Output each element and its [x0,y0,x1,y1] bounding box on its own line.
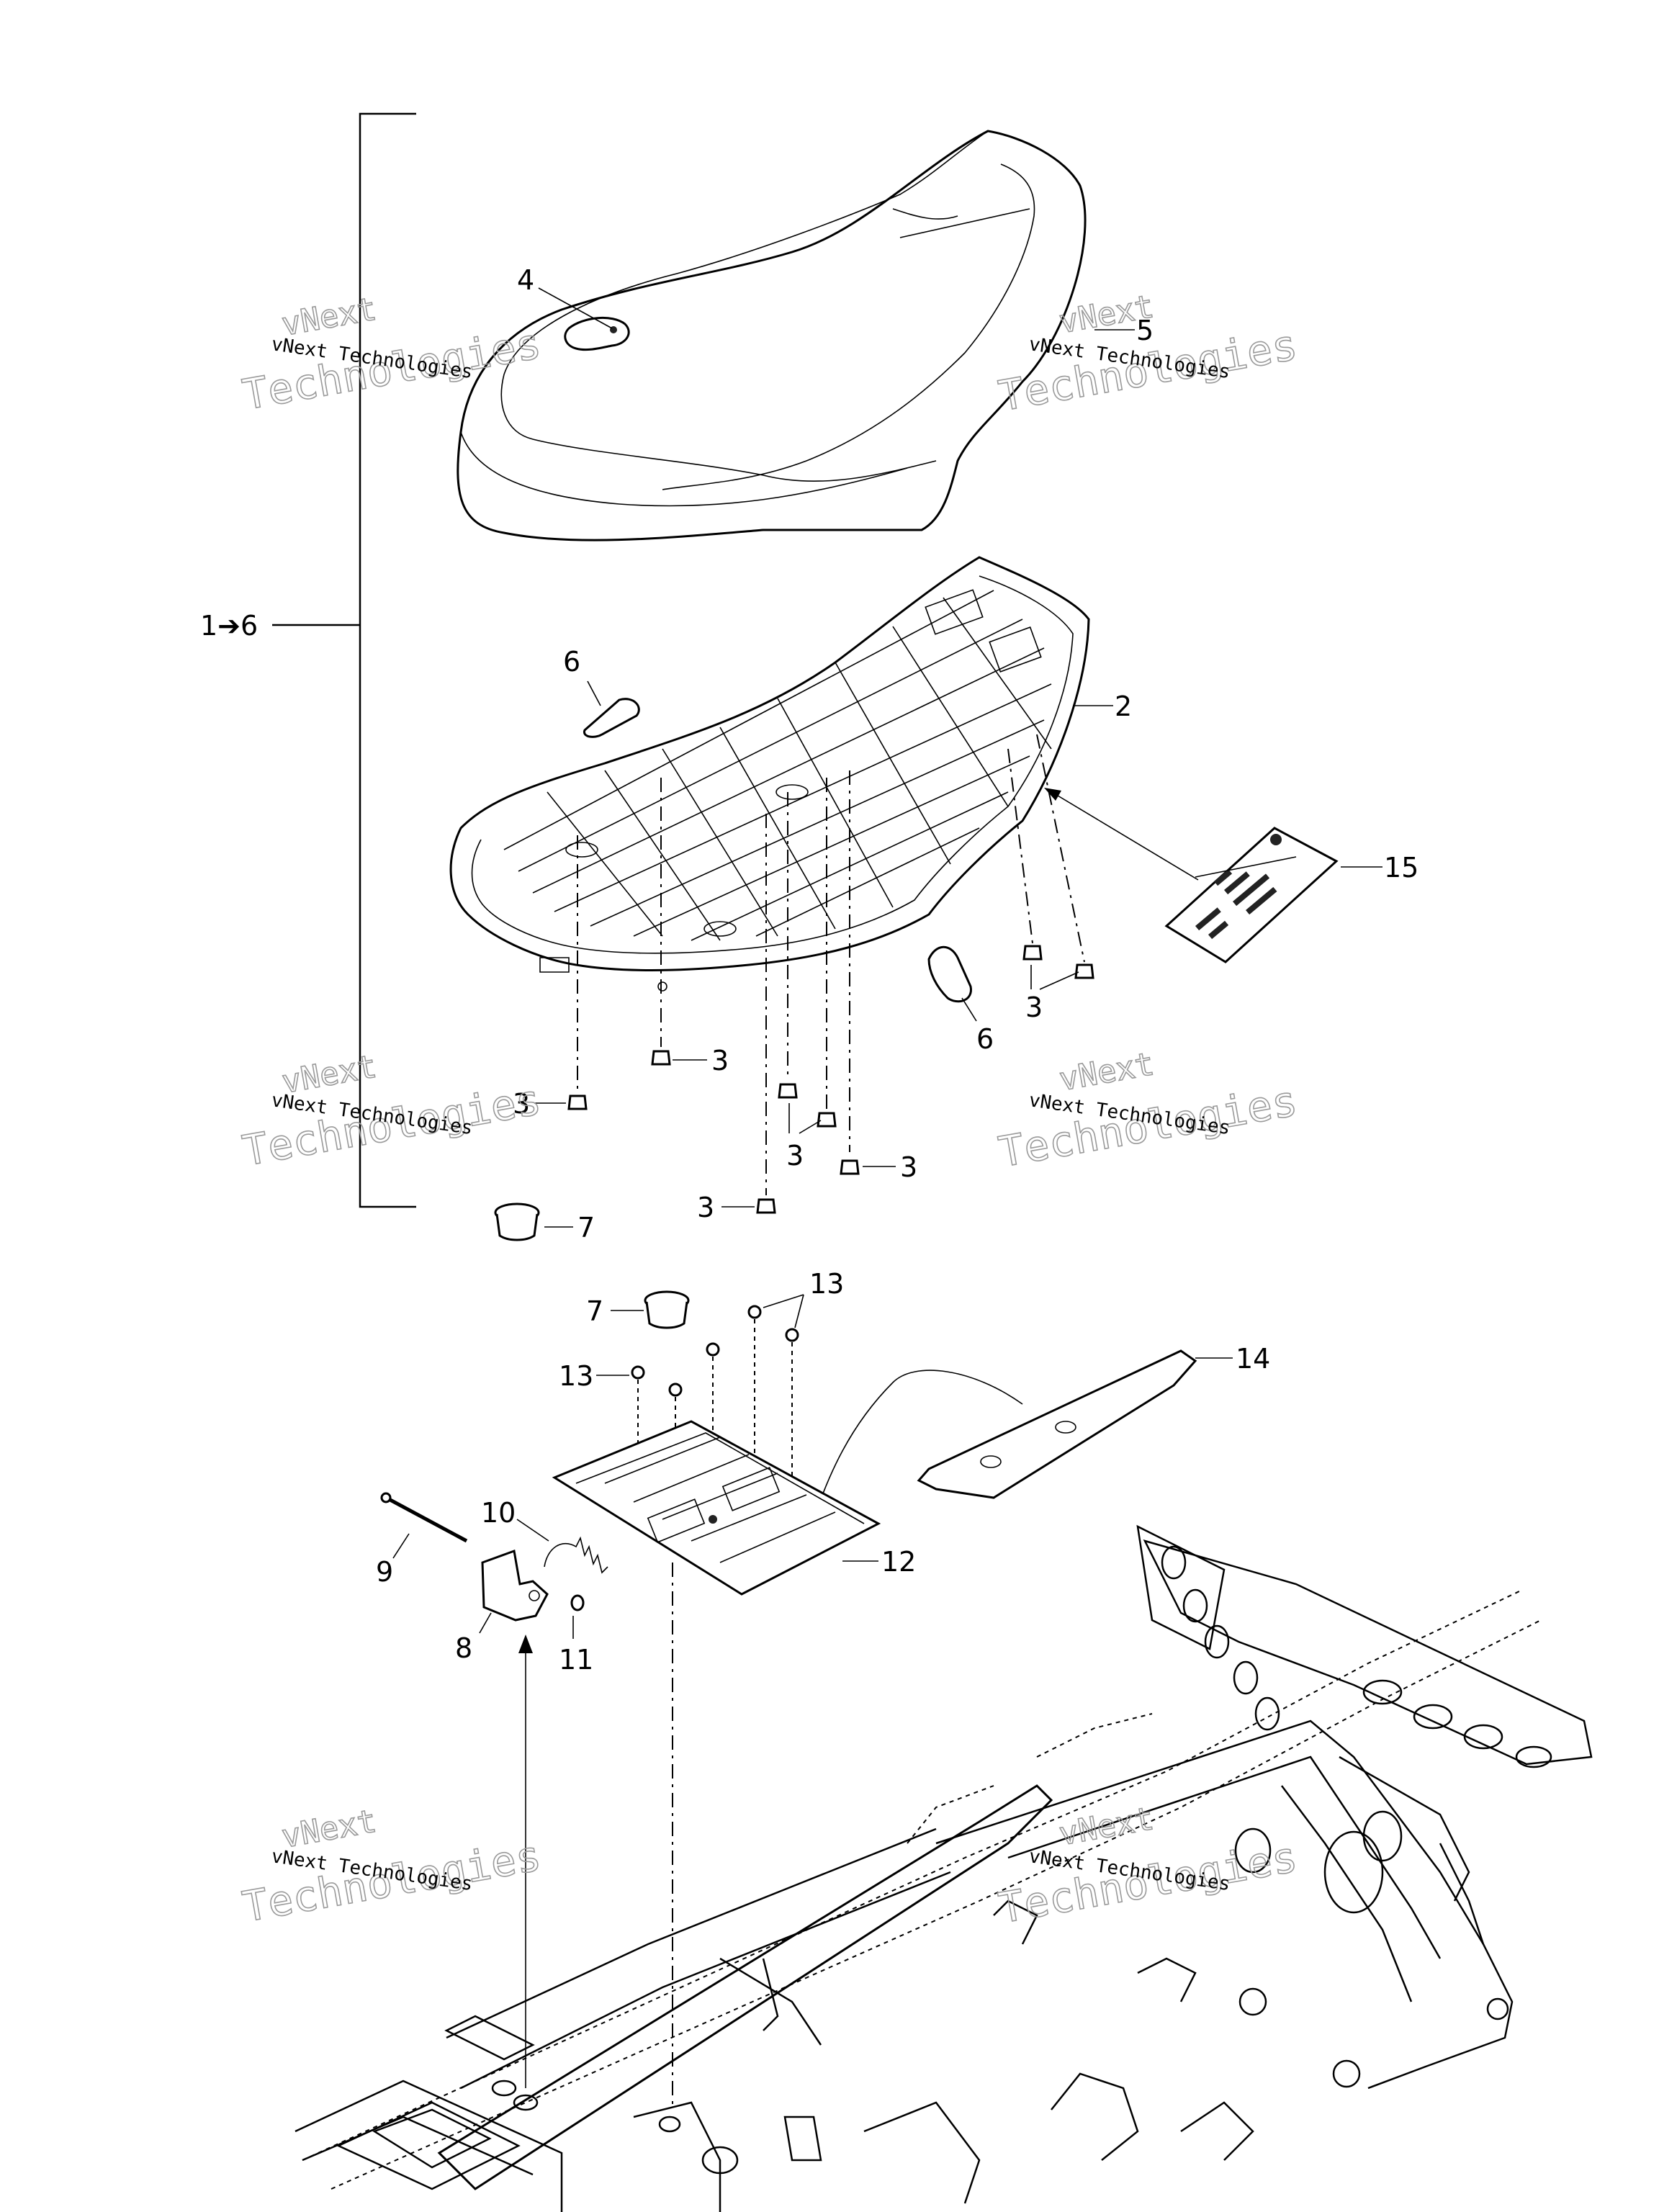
emblem-icon [538,287,630,351]
group-bracket [272,112,416,1208]
callout-bumper: 3 [513,1088,530,1120]
callout-latch: 8 [455,1632,472,1664]
callout-grommet: 7 [577,1212,595,1244]
callout-screw: 13 [809,1268,844,1300]
svg-text:vNext: vNext [1056,1046,1156,1098]
callout-clip: 6 [976,1023,994,1055]
callout-screw: 13 [559,1360,593,1392]
callout-group: 1➔6 [200,610,258,642]
callout-bumper: 3 [1025,992,1043,1023]
svg-text:vNext: vNext [279,291,379,343]
callout-support-plate: 12 [881,1546,916,1578]
callout-bumper: 3 [900,1151,917,1183]
clip-icon [583,698,972,1003]
grommet-icon [494,1202,690,1329]
callout-strip: 14 [1236,1343,1270,1375]
latch-icon [481,1549,549,1622]
spring-icon [544,1536,608,1574]
svg-text:vNext: vNext [279,1803,379,1856]
callout-push-nut: 11 [559,1644,593,1676]
callout-grommet: 7 [586,1295,603,1327]
label-decal-icon [1164,827,1339,963]
callout-bumper: 3 [697,1192,714,1223]
seat-cover-icon [457,130,1087,541]
strip-icon [813,1349,1197,1520]
seat-base-icon [449,556,1090,992]
callout-seat-cover: 5 [1136,315,1154,346]
frame-icon [295,1524,1593,2212]
callout-emblem: 4 [517,264,534,296]
push-nut-icon [570,1594,585,1611]
callout-clip: 6 [563,646,580,678]
callout-rod: 9 [376,1556,393,1588]
callout-bumper: 3 [711,1045,729,1076]
callout-bumper: 3 [786,1140,804,1172]
support-plate-icon [552,1420,881,1596]
svg-text:vNext: vNext [1056,1800,1156,1853]
callout-seat-base: 2 [1115,691,1132,722]
callout-label-decal: 15 [1384,852,1419,884]
rod-icon [380,1492,468,1543]
bumpers [567,734,1094,1214]
callout-spring: 10 [481,1497,516,1529]
